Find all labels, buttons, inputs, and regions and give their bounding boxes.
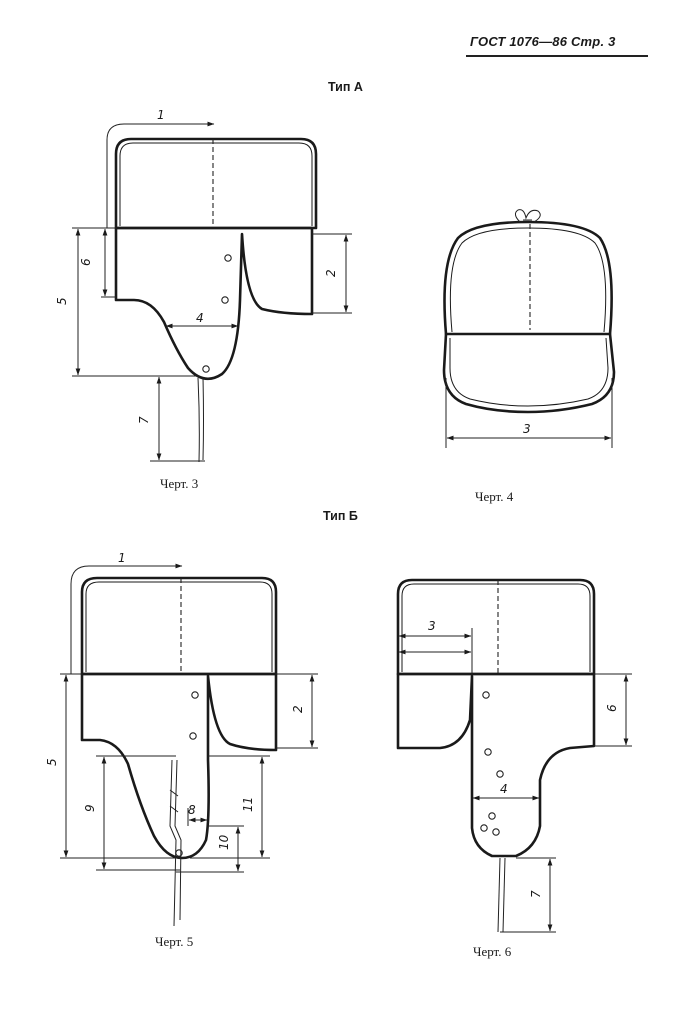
fig3-dim-6: 6 <box>79 258 93 266</box>
fig5-dim-11: 11 <box>241 797 255 812</box>
fig4-earflaps-outline <box>442 332 616 414</box>
figure-4-drawing: 3 <box>442 209 616 448</box>
fig6-dim-6: 6 <box>605 704 619 712</box>
fig3-earflap-outline <box>114 226 314 381</box>
fig5-earflap-outline <box>80 672 278 860</box>
section-title-type-a: Тип А <box>328 80 363 94</box>
caption-fig4: Черт. 4 <box>475 489 514 504</box>
fig3-dim-4: 4 <box>196 311 204 325</box>
fig3-tie-cord <box>197 377 200 463</box>
fig5-dim-9: 9 <box>83 804 97 812</box>
figure-5-drawing: 1 5 2 9 11 8 <box>45 551 318 927</box>
fig4-cap-outline <box>443 220 613 336</box>
caption-fig6: Черт. 6 <box>473 944 512 959</box>
fig5-dim-2: 2 <box>291 705 305 713</box>
page-header: ГОСТ 1076—86 Стр. 3 <box>470 34 616 49</box>
fig3-crown-outline <box>114 137 318 230</box>
fig3-dim-7: 7 <box>137 416 151 424</box>
fig4-dim-3: 3 <box>523 422 531 436</box>
fig5-dim-8: 8 <box>188 803 196 817</box>
fig6-tie-cord <box>497 857 501 933</box>
fig6-crown-outline <box>396 578 596 676</box>
fig5-crown-outline <box>80 576 278 676</box>
fig5-dim-1: 1 <box>118 551 126 565</box>
caption-fig5: Черт. 5 <box>155 934 194 949</box>
fig6-earflap-outline <box>396 672 596 858</box>
fig3-dim-2: 2 <box>324 269 338 277</box>
section-title-type-b: Тип Б <box>323 509 358 523</box>
fig6-dim-4: 4 <box>500 782 508 796</box>
fig6-dim-3: 3 <box>428 619 436 633</box>
fig5-dim-5: 5 <box>45 758 59 766</box>
figure-3-drawing: 1 6 5 2 4 7 <box>55 108 352 463</box>
fig3-dim-5: 5 <box>55 297 69 305</box>
fig3-dim-1: 1 <box>157 108 165 122</box>
fig5-dim-10: 10 <box>217 834 231 850</box>
header-rule <box>466 55 648 57</box>
fig4-tie-bow <box>514 209 541 223</box>
fig5-tie-cord <box>169 759 177 927</box>
figure-6-drawing: 3 6 4 7 <box>396 578 632 933</box>
fig6-dim-7: 7 <box>529 890 543 898</box>
caption-fig3: Черт. 3 <box>160 476 199 491</box>
